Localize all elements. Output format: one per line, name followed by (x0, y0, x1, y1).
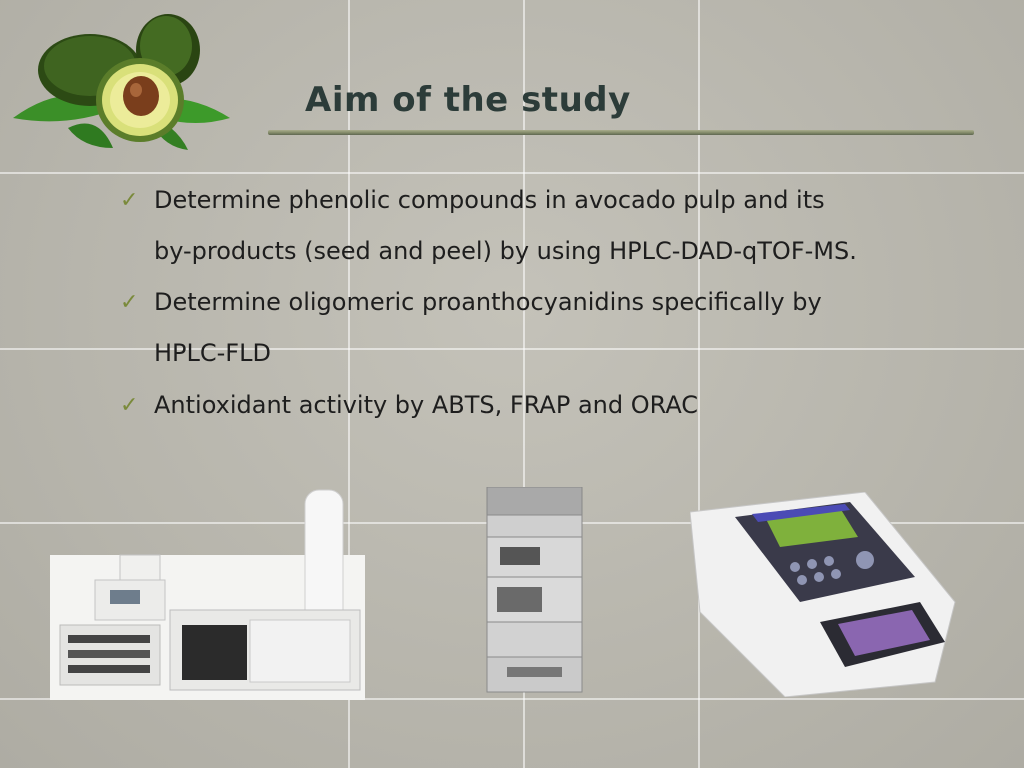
hplc-stack-image (486, 487, 583, 693)
grid-line (348, 0, 350, 768)
title-underline (268, 130, 974, 135)
grid-line (698, 0, 700, 768)
bullet-line: Antioxidant activity by ABTS, FRAP and O… (154, 391, 699, 419)
microplate-reader-image (690, 492, 956, 697)
bullet-line: HPLC-FLD (154, 339, 271, 367)
grid-line (0, 348, 1024, 350)
grid-line (523, 0, 525, 768)
checkmark-icon: ✓ (120, 188, 139, 213)
slide-title: Aim of the study (305, 80, 631, 120)
checkmark-icon: ✓ (120, 290, 139, 315)
grid-line (0, 172, 1024, 174)
bullet-line: by-products (seed and peel) by using HPL… (154, 237, 857, 265)
checkmark-icon: ✓ (120, 393, 139, 418)
bullet-line: Determine oligomeric proanthocyanidins s… (154, 288, 822, 316)
lc-ms-instrument-image (50, 489, 365, 700)
bullet-line: Determine phenolic compounds in avocado … (154, 186, 825, 214)
grid-line (0, 698, 1024, 700)
avocado-image (13, 14, 230, 150)
